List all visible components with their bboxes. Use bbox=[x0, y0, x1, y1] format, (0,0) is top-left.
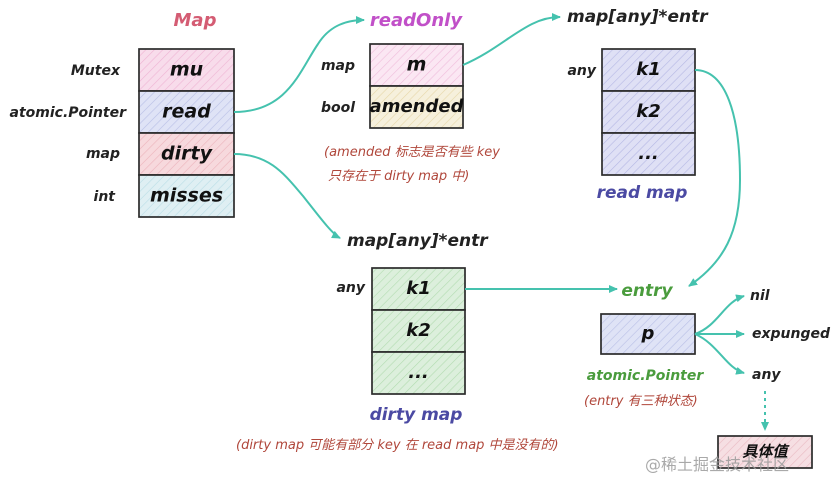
read-map-header: map[any]*entr bbox=[567, 7, 709, 27]
readonly-struct: m map amended bool bbox=[321, 43, 465, 129]
arrow-dirty-to-dirtymap bbox=[233, 153, 341, 239]
map-field-dirty-label: dirty bbox=[161, 143, 214, 165]
entry-type-label: atomic.Pointer bbox=[587, 368, 705, 384]
readonly-note-line2: 只存在于 dirty map 中) bbox=[328, 169, 469, 184]
entry-title: entry bbox=[621, 281, 673, 301]
readonly-field-amended-label: amended bbox=[370, 96, 465, 117]
map-field-mu-box bbox=[138, 48, 235, 92]
read-map-cell-k2 bbox=[601, 90, 696, 134]
dirty-map-cell-k2 bbox=[371, 309, 466, 353]
entry-value-label: 具体值 bbox=[741, 443, 790, 461]
map-field-read-box bbox=[138, 90, 235, 134]
arrow-entry-to-nil bbox=[694, 294, 745, 335]
dirty-map-key-type: any bbox=[336, 280, 365, 296]
map-field-read-type: atomic.Pointer bbox=[10, 105, 128, 121]
map-field-mu-label: mu bbox=[170, 59, 203, 81]
read-map-cell-k1-label: k1 bbox=[636, 59, 661, 80]
read-map-cell-ellipsis-label: ... bbox=[638, 143, 659, 164]
entry-state-any: any bbox=[752, 367, 781, 383]
map-field-misses-box bbox=[138, 174, 235, 218]
read-map-caption: read map bbox=[597, 183, 688, 203]
map-field-mu-type: Mutex bbox=[71, 63, 121, 79]
map-field-dirty-type: map bbox=[86, 146, 120, 162]
dirty-map-cell-ellipsis bbox=[371, 351, 466, 395]
dirty-map-note: (dirty map 可能有部分 key 在 read map 中是没有的) bbox=[236, 438, 559, 453]
watermark: @稀土掘金技术社区 bbox=[645, 455, 789, 474]
readonly-field-amended-box bbox=[369, 85, 464, 129]
entry-state-expunged: expunged bbox=[752, 326, 831, 342]
entry-field-p-box bbox=[600, 313, 696, 355]
dirty-map-header: map[any]*entr bbox=[347, 231, 489, 251]
entry-value-box bbox=[717, 435, 813, 469]
read-map-key-type: any bbox=[567, 63, 596, 79]
dirty-map-table: k1 k2 ... bbox=[371, 267, 466, 395]
read-map-cell-k2-label: k2 bbox=[636, 101, 661, 122]
entry-state-nil: nil bbox=[750, 288, 770, 304]
entry-note: (entry 有三种状态) bbox=[584, 394, 698, 409]
read-map-table: k1 k2 ... bbox=[601, 48, 696, 176]
readonly-field-m-type: map bbox=[321, 58, 355, 74]
map-field-misses-label: misses bbox=[150, 185, 223, 207]
arrow-entry-to-any bbox=[694, 333, 745, 375]
readonly-field-amended-type: bool bbox=[321, 100, 355, 116]
map-field-read-label: read bbox=[162, 101, 211, 123]
readonly-field-m-label: m bbox=[407, 54, 427, 76]
read-map-cell-ellipsis bbox=[601, 132, 696, 176]
dirty-map-cell-k2-label: k2 bbox=[406, 320, 431, 341]
map-struct: mu Mutex read atomic.Pointer dirty map m… bbox=[10, 48, 235, 218]
readonly-title: readOnly bbox=[370, 10, 463, 31]
dirty-map-cell-k1-label: k1 bbox=[406, 278, 431, 299]
arrow-readmap-to-entry bbox=[688, 69, 742, 287]
dirty-map-caption: dirty map bbox=[370, 405, 463, 425]
map-title: Map bbox=[174, 10, 217, 31]
dirty-map-cell-k1 bbox=[371, 267, 466, 311]
map-field-misses-type: int bbox=[94, 189, 117, 205]
arrow-read-to-readonly bbox=[233, 16, 365, 113]
arrow-readonly-to-readmap bbox=[462, 13, 561, 66]
dirty-map-cell-ellipsis-label: ... bbox=[408, 362, 429, 383]
readonly-note-line1: (amended 标志是否有些 key bbox=[324, 145, 500, 160]
entry-field-p-label: p bbox=[641, 323, 655, 344]
